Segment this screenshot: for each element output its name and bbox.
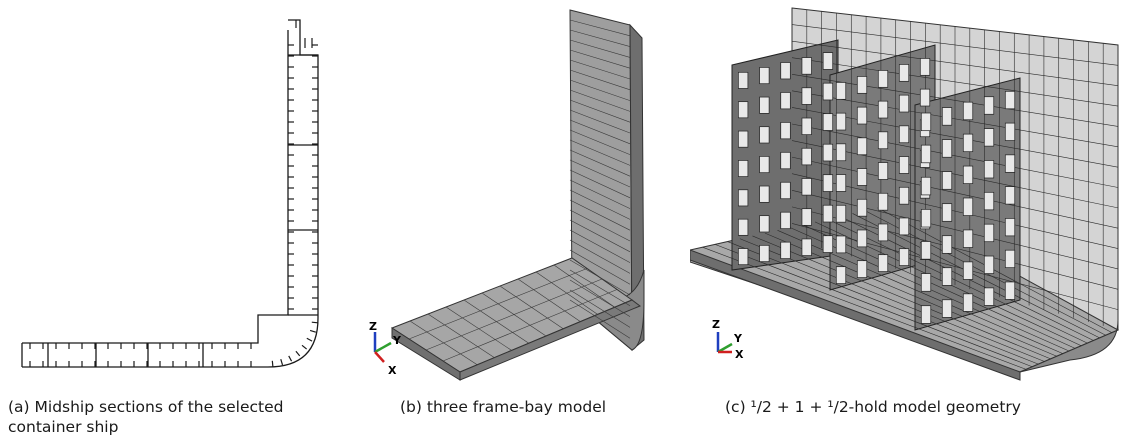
caption-a: (a) Midship sections of the selected con… [8, 398, 284, 436]
axes-triad-c: Z Y X [712, 318, 744, 361]
axis-label-z: Z [712, 318, 720, 331]
caption-c: (c) ¹/2 + 1 + ¹/2-hold model geometry [725, 398, 1021, 416]
hold-model-3d: Z Y X [689, 7, 1120, 381]
axis-label-x: X [735, 348, 744, 361]
axis-label-y: Y [733, 332, 743, 345]
panel-c-hold-model: Z Y X (c) ¹/2 + 1 + ¹/2-hold model geome… [689, 0, 1128, 438]
caption-b: (b) three frame-bay model [400, 398, 607, 416]
axes-triad-b: Z Y X [369, 320, 402, 377]
axis-label-z: Z [369, 320, 377, 333]
midship-section-drawing [21, 19, 319, 368]
frame-bay-model-3d: Z Y X [369, 9, 645, 381]
axis-label-y: Y [392, 334, 402, 347]
panel-b-frame-bay-model: Z Y X (b) three frame-bay model [360, 0, 680, 438]
panel-a-midship-section: (a) Midship sections of the selected con… [0, 0, 340, 438]
axis-label-x: X [388, 364, 397, 377]
